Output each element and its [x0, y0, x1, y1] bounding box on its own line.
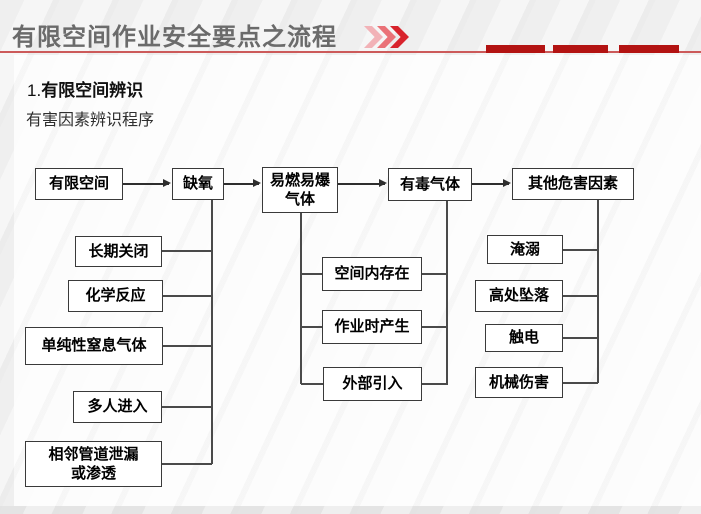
- connector-line: [162, 406, 212, 408]
- flow-arrow: [338, 179, 387, 187]
- page-title: 有限空间作业安全要点之流程: [12, 24, 337, 51]
- node-multiple-entry: 多人进入: [73, 391, 162, 423]
- node-confined-space: 有限空间: [35, 168, 123, 200]
- node-long-closed: 长期关闭: [75, 236, 162, 267]
- decor-dash: [486, 45, 545, 53]
- section-subtitle: 有害因素辨识程序: [26, 112, 155, 129]
- connector-line: [301, 273, 322, 275]
- node-drowning: 淹溺: [487, 235, 563, 264]
- connector-line: [446, 201, 448, 385]
- flow-arrow: [472, 179, 511, 187]
- node-asphyxiant-gas: 单纯性窒息气体: [25, 327, 163, 365]
- connector-line: [300, 213, 302, 384]
- connector-line: [211, 200, 213, 464]
- chevron-right-icon: [364, 26, 383, 48]
- connector-line: [563, 382, 598, 384]
- node-external-introduction: 外部引入: [323, 367, 422, 401]
- section-title: 有限空间辨识: [41, 81, 144, 100]
- connector-line: [301, 326, 322, 328]
- footer-strip: [0, 506, 701, 514]
- connector-line: [563, 337, 598, 339]
- node-adjacent-pipeline-leak: 相邻管道泄漏或渗透: [25, 441, 162, 487]
- connector-line: [422, 273, 448, 275]
- connector-line: [422, 383, 448, 385]
- connector-line: [301, 383, 323, 385]
- connector-line: [163, 295, 212, 297]
- node-mechanical-injury: 机械伤害: [475, 367, 563, 398]
- node-other-hazards: 其他危害因素: [512, 168, 634, 200]
- node-toxic-gas: 有毒气体: [388, 168, 472, 201]
- header-divider: [0, 51, 701, 53]
- connector-line: [563, 295, 598, 297]
- decor-dash: [553, 45, 608, 53]
- node-oxygen-deficiency: 缺氧: [172, 168, 224, 200]
- connector-line: [597, 200, 599, 383]
- connector-line: [162, 463, 212, 465]
- flow-arrow: [123, 179, 171, 187]
- decor-dash: [619, 45, 679, 53]
- node-generated-during-work: 作业时产生: [322, 310, 422, 344]
- node-electric-shock: 触电: [485, 324, 563, 352]
- flow-arrow: [224, 179, 261, 187]
- section-number: 1.: [27, 81, 42, 100]
- node-exists-in-space: 空间内存在: [322, 257, 422, 291]
- node-chemical-reaction: 化学反应: [68, 280, 163, 312]
- connector-line: [563, 249, 598, 251]
- node-flammable-explosive-gas: 易燃易爆气体: [262, 167, 338, 213]
- connector-line: [163, 345, 212, 347]
- node-fall-from-height: 高处坠落: [475, 280, 563, 312]
- section-heading: 1.有限空间辨识: [27, 76, 143, 101]
- connector-line: [162, 250, 212, 252]
- connector-line: [422, 326, 448, 328]
